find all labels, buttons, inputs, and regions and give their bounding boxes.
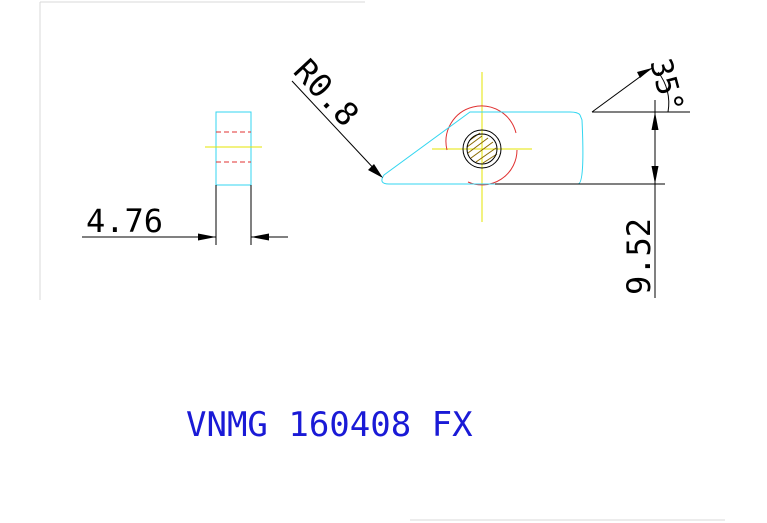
chipbreaker-arc-upper	[445, 105, 517, 151]
hole-inner	[466, 133, 498, 165]
angle-label: 35°	[642, 55, 690, 116]
dim-arrow-top	[651, 112, 659, 130]
corner-radius-leader	[291, 80, 383, 178]
radius-arrow	[368, 164, 383, 178]
top-view: R0.8 9.52 35°	[286, 52, 690, 298]
thickness-label: 4.76	[86, 202, 163, 240]
inscribed-circle-dimension	[495, 100, 665, 298]
side-view-outline	[215, 111, 252, 186]
corner-radius-label: R0.8	[286, 52, 366, 134]
hole-outer	[462, 129, 502, 169]
insert-outline	[381, 111, 584, 185]
sheet-border	[39, 1, 725, 521]
dim-arrow-left	[198, 233, 216, 241]
dim-arrow-right	[251, 233, 269, 241]
hole-hatch	[466, 132, 498, 164]
part-designation: VNMG 160408 FX	[186, 405, 473, 445]
thickness-dimension	[82, 185, 288, 245]
dim-arrow-bottom	[651, 166, 659, 184]
side-view: 4.76	[82, 111, 288, 245]
angle-dimension	[591, 67, 690, 113]
inscribed-circle-label: 9.52	[620, 218, 658, 295]
angle-arrow	[637, 68, 652, 78]
